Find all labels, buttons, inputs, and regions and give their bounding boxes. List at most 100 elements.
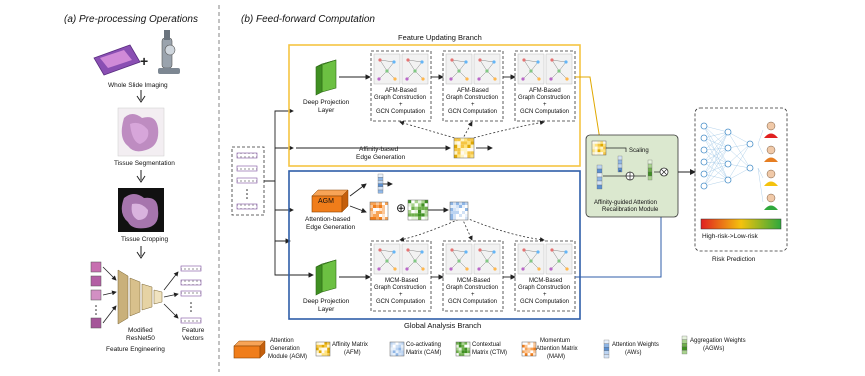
global-analysis-branch-box <box>288 170 581 320</box>
legend-cam-1: Co-activating <box>406 342 442 348</box>
agm-arrows <box>349 181 449 213</box>
oplus-sign: ⊕ <box>396 201 407 215</box>
resnet-icon <box>117 269 163 325</box>
cam-matrix-cells <box>449 201 469 221</box>
attention-weights-vector <box>377 173 384 194</box>
tissue-segmentation-label: Tissue Segmentation <box>114 160 175 167</box>
feature-engineering-label: Feature Engineering <box>106 346 165 353</box>
afm-graph-box-1 <box>370 50 432 122</box>
mcm-label-1-2: MCM-Based <box>457 278 491 284</box>
layer-label-1: Layer <box>318 107 335 114</box>
legend-afm-icon <box>315 341 331 357</box>
feature-vectors-icon <box>180 265 202 324</box>
deep-projection-layer-2 <box>315 259 337 296</box>
mcm-plus-1: + <box>399 292 403 298</box>
afm-label-1-3: AFM-Based <box>529 88 561 94</box>
legend-mam-1: Momentum <box>540 338 571 344</box>
legend-agw-1: Aggregation Weights <box>690 338 746 344</box>
legend-agm-1: Attention <box>270 338 294 344</box>
mcm-label-1-1: MCM-Based <box>385 278 419 284</box>
mcm-plus-2: + <box>471 292 475 298</box>
tissue-segmentation-image <box>117 107 165 157</box>
affinity-edge-label-2: Edge Generation <box>356 154 406 161</box>
aarm-label-1: Affinity-guided Attention <box>594 200 657 206</box>
risk-prediction-label: Risk Prediction <box>712 256 756 263</box>
mcm-label-2-1: Graph Construction <box>374 285 427 291</box>
legend-mam-icon <box>521 341 537 357</box>
legend-ctm-1: Contextual <box>472 342 501 348</box>
legend-agw-icon <box>681 335 688 340</box>
resnet50-label: ResNet50 <box>126 335 155 342</box>
affinity-matrix-top <box>453 137 475 159</box>
patient-icon-3 <box>766 169 776 179</box>
afm-label-1-2: AFM-Based <box>457 88 489 94</box>
recal-afm-matrix <box>591 140 607 156</box>
resnet-arrows <box>163 271 179 319</box>
recalibration-inner <box>591 140 669 190</box>
tissue-cropping-image <box>118 188 164 232</box>
risk-bar-label: High-risk->Low-risk <box>702 233 758 240</box>
input-connectors <box>264 108 314 278</box>
feature-label: Feature <box>182 327 205 334</box>
branch-outputs <box>575 76 696 278</box>
legend-agm-2: Generation <box>270 346 300 352</box>
patch-stack <box>90 261 102 329</box>
scaling-label: Scaling <box>629 148 649 154</box>
patient-icon-4 <box>766 193 776 203</box>
whole-slide-imaging-label: Whole Slide Imaging <box>108 82 168 89</box>
preprocess-arrows <box>136 90 146 259</box>
affinity-edge-label-1: Affinity-based <box>359 146 399 153</box>
afm-graph-box-3 <box>514 50 576 122</box>
afm-label-2-3: Graph Construction <box>518 95 571 101</box>
patient-icons <box>757 121 778 210</box>
legend-agm-3: Module (AGM) <box>268 354 308 360</box>
attention-edge-label-2: Edge Generation <box>306 224 356 231</box>
slide-icon <box>93 44 141 76</box>
global-analysis-branch-label: Global Analysis Branch <box>404 321 482 330</box>
feature-updating-branch-box <box>288 44 581 167</box>
deep-projection-layer-1 <box>315 59 337 96</box>
deep-projection-label-1: Deep Projection <box>303 99 350 106</box>
aarm-label-2: Recalibration Module <box>602 207 659 213</box>
legend-aw-2: (AWs) <box>625 350 642 356</box>
afm-label-2-2: Graph Construction <box>446 95 499 101</box>
risk-prediction-box <box>694 107 788 252</box>
contextual-matrix <box>407 199 429 221</box>
vectors-label: Vectors <box>182 335 204 342</box>
panel-a-title: (a) Pre-processing Operations <box>64 14 198 25</box>
mcm-graph-box-2 <box>442 240 504 312</box>
legend-cam-icon <box>389 341 405 357</box>
mcm-gcn-1: GCN Computation <box>376 299 426 305</box>
mcm-gcn-2: GCN Computation <box>448 299 498 305</box>
mcm-graph-box-1 <box>370 240 432 312</box>
agm-block <box>311 189 349 213</box>
legend-aw-1: Attention Weights <box>612 342 659 348</box>
top-flow-arrows <box>296 74 516 280</box>
afm-gcn-1: GCN Computation <box>376 109 426 115</box>
attention-edge-label-1: Attention-based <box>305 216 351 223</box>
patient-icon-2 <box>766 145 776 155</box>
recal-aw-vector <box>596 164 603 170</box>
afm-graph-box-2 <box>442 50 504 122</box>
co-activating-matrix <box>449 201 469 221</box>
momentum-attention-matrix <box>369 201 389 221</box>
afm-gcn-2: GCN Computation <box>448 109 498 115</box>
legend-mam-2: Attention Matrix <box>536 346 578 352</box>
legend-aw-icon <box>603 339 610 344</box>
mcm-plus-3: + <box>543 292 547 298</box>
afm-label-1-1: AFM-Based <box>385 88 417 94</box>
tissue-cropping-label: Tissue Cropping <box>121 236 169 243</box>
panel-b-title: (b) Feed-forward Computation <box>241 14 375 25</box>
legend-agw-2: (AGWs) <box>703 346 725 352</box>
legend-agm-icon <box>233 340 266 359</box>
modified-label: Modified <box>128 327 153 334</box>
mcm-label-2-2: Graph Construction <box>446 285 499 291</box>
mcm-gcn-3: GCN Computation <box>520 299 570 305</box>
legend-afm-1: Affinity Matrix <box>332 342 368 348</box>
layer-label-2: Layer <box>318 306 335 313</box>
afm-matrix-cells <box>453 137 475 159</box>
legend-ctm-icon <box>455 341 471 357</box>
microscope-icon <box>158 30 180 74</box>
legend-mam-3: (MAM) <box>547 354 565 360</box>
